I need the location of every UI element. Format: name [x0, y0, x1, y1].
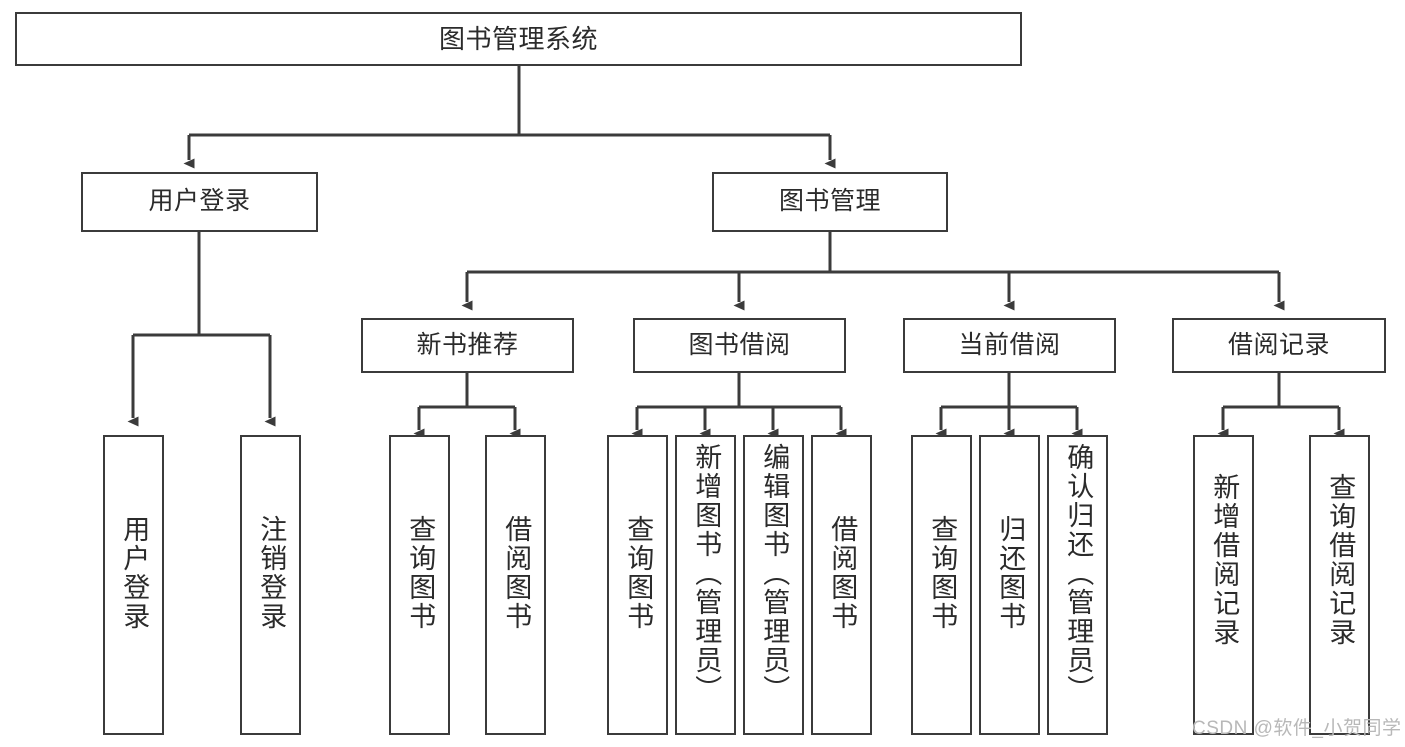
- node-label: 图书管理: [778, 187, 881, 216]
- node-label: 用户登录: [148, 187, 251, 216]
- node-label: 查询借阅记录: [1325, 473, 1356, 647]
- leaf-new-book-borrow[interactable]: 借阅图书: [485, 435, 546, 735]
- node-label: 查询图书: [927, 515, 958, 631]
- leaf-book-borrow-borrow[interactable]: 借阅图书: [811, 435, 872, 735]
- leaf-book-borrow-add[interactable]: 新增图书（管理员）: [675, 435, 736, 735]
- leaf-borrow-record-query[interactable]: 查询借阅记录: [1309, 435, 1370, 735]
- leaf-user-login-logout[interactable]: 注销登录: [240, 435, 301, 735]
- node-root-system[interactable]: 图书管理系统: [15, 12, 1022, 66]
- leaf-new-book-query[interactable]: 查询图书: [389, 435, 450, 735]
- node-label: 图书管理系统: [438, 23, 598, 54]
- node-user-login[interactable]: 用户登录: [81, 172, 318, 232]
- node-book-borrow[interactable]: 图书借阅: [633, 318, 846, 373]
- leaf-book-borrow-edit[interactable]: 编辑图书（管理员）: [743, 435, 804, 735]
- node-label: 归还图书: [995, 515, 1026, 631]
- node-label: 当前借阅: [958, 330, 1061, 359]
- node-label: 借阅图书: [827, 515, 858, 631]
- node-label: 新增借阅记录: [1209, 473, 1240, 647]
- csdn-watermark: CSDN @软件_小贺同学: [1192, 718, 1402, 739]
- node-label: 查询图书: [405, 515, 436, 631]
- node-book-management[interactable]: 图书管理: [712, 172, 948, 232]
- node-label: 编辑图书（管理员）: [759, 443, 790, 704]
- leaf-book-borrow-query[interactable]: 查询图书: [607, 435, 668, 735]
- node-label: 注销登录: [256, 515, 287, 631]
- leaf-current-borrow-return[interactable]: 归还图书: [979, 435, 1040, 735]
- node-label: 图书借阅: [688, 330, 791, 359]
- node-label: 确认归还（管理员）: [1063, 443, 1094, 704]
- leaf-user-login-login[interactable]: 用户登录: [103, 435, 164, 735]
- leaf-current-borrow-confirm-return[interactable]: 确认归还（管理员）: [1047, 435, 1108, 735]
- node-borrow-record[interactable]: 借阅记录: [1172, 318, 1386, 373]
- node-label: 用户登录: [119, 515, 150, 631]
- node-new-book-recommend[interactable]: 新书推荐: [361, 318, 574, 373]
- node-label: 借阅记录: [1227, 330, 1330, 359]
- node-label: 借阅图书: [501, 515, 532, 631]
- node-current-borrow[interactable]: 当前借阅: [903, 318, 1116, 373]
- leaf-current-borrow-query[interactable]: 查询图书: [911, 435, 972, 735]
- node-label: 查询图书: [623, 515, 654, 631]
- node-label: 新增图书（管理员）: [691, 443, 722, 704]
- leaf-borrow-record-add[interactable]: 新增借阅记录: [1193, 435, 1254, 735]
- node-label: 新书推荐: [416, 330, 519, 359]
